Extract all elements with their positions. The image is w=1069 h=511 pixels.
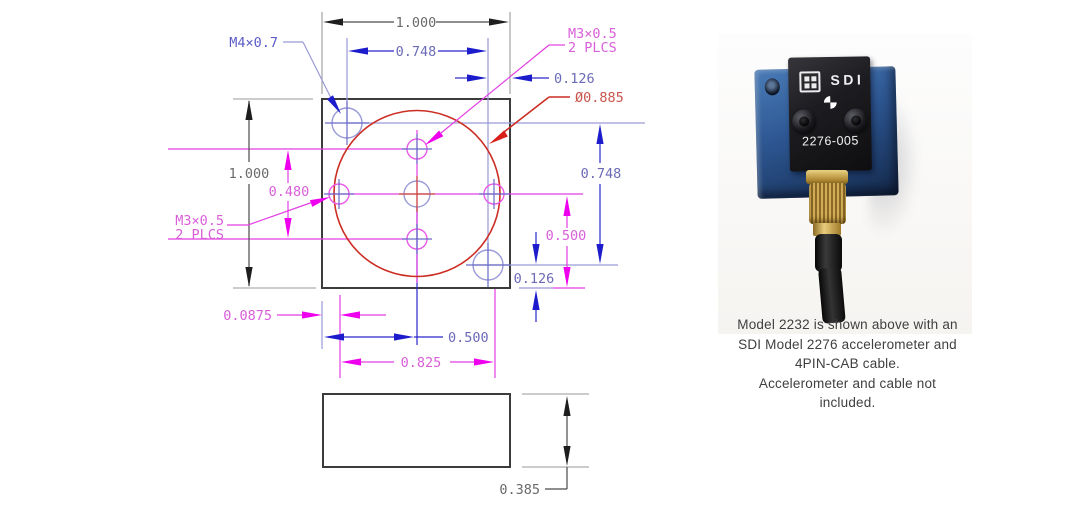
leader-m3-left: M3×0.5 2 PLCS: [175, 197, 330, 243]
dim-hole-spacing-vertical: 0.480: [269, 150, 310, 238]
caption-line-2: SDI Model 2276 accelerometer and: [738, 336, 957, 352]
model-number: 2276-005: [801, 133, 859, 149]
accelerometer-body: SDI 2276-005: [788, 56, 872, 172]
product-photo: SDI 2276-005: [718, 28, 972, 334]
dim-side-hole-spacing-value: 0.825: [401, 355, 442, 371]
circle-dia-value: Ø0.885: [575, 90, 624, 106]
caption-line-5: included.: [819, 395, 876, 410]
dim-side-hole-spacing: 0.825: [341, 355, 494, 371]
caption: Model 2232 is shown above with an SDI Mo…: [690, 315, 1005, 413]
m3-places-label-top: 2 PLCS: [568, 40, 617, 56]
dim-bolt-height: 0.748: [581, 124, 622, 264]
pinwheel-icon: [823, 96, 837, 109]
dim-corner-offset-bottom-value: 0.126: [514, 271, 555, 287]
dim-edge-offset: 0.0875: [223, 308, 386, 324]
center-hole: [399, 176, 435, 212]
connector-knurled-barrel: [809, 183, 846, 224]
dim-corner-offset-bottom: 0.126: [514, 232, 555, 322]
leader-m4: M4×0.7: [229, 35, 341, 114]
dim-bolt-width: 0.748: [348, 44, 487, 60]
m3-places-label-left: 2 PLCS: [175, 227, 224, 243]
socket-screw-left: [791, 109, 817, 134]
side-view-outline: [322, 393, 511, 468]
socket-screw-right: [843, 108, 869, 133]
dim-corner-offset-top-value: 0.126: [554, 71, 595, 87]
dim-overall-width-value: 1.000: [396, 15, 437, 31]
dim-base-thickness-value: 0.385: [499, 482, 540, 498]
m3-holes: [324, 134, 509, 254]
connector-ring: [813, 223, 841, 236]
dim-edge-offset-value: 0.0875: [223, 308, 272, 324]
dim-corner-offset-top: 0.126: [455, 71, 595, 87]
block-mounting-hole: [764, 78, 781, 96]
technical-drawing: 1.000 0.748 0.126 M4×0.7: [168, 12, 645, 498]
dim-bolt-height-value: 0.748: [581, 166, 622, 182]
dim-overall-height: 1.000: [229, 98, 316, 289]
caption-line-4: Accelerometer and cable not: [758, 375, 937, 391]
m4-thread-label: M4×0.7: [229, 35, 278, 51]
dim-hole-spacing-value: 0.480: [269, 184, 310, 200]
connector-hex-nut: [806, 170, 848, 184]
m3-thread-label-top: M3×0.5: [568, 26, 617, 42]
caption-line-3: 4PIN-CAB cable.: [794, 356, 901, 371]
m4-corner-holes: [325, 101, 510, 287]
leader-circle-dia: Ø0.885: [489, 90, 624, 144]
extension-lines: [168, 38, 645, 378]
dim-hole-offset-right-value: 0.500: [546, 228, 587, 244]
dim-bolt-width-value: 0.748: [396, 44, 437, 60]
leader-m3-top: M3×0.5 2 PLCS: [425, 26, 617, 145]
dim-base-thickness: 0.385: [499, 393, 589, 498]
dim-center-offset: 0.500: [324, 330, 489, 346]
caption-line-1: Model 2232 is shown above with an: [737, 317, 958, 332]
dim-center-offset-value: 0.500: [448, 330, 489, 346]
brand-text: SDI: [830, 71, 865, 88]
sdi-logo-icon: [799, 71, 821, 93]
cable-boot: [815, 234, 842, 272]
m3-thread-label-left: M3×0.5: [175, 213, 224, 229]
dim-hole-offset-right: 0.500: [546, 196, 587, 287]
dim-overall-height-value: 1.000: [229, 166, 270, 182]
